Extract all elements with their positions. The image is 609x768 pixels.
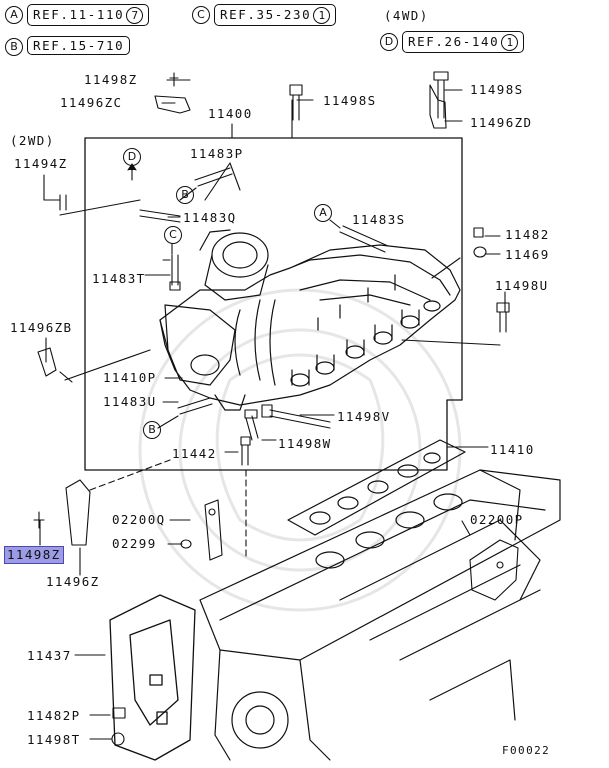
part-label-11483t: 11483T: [92, 271, 146, 286]
part-label-11498z-top: 11498Z: [84, 72, 138, 87]
gasket-11410: [287, 439, 466, 536]
callout-c-circle: C: [192, 6, 210, 24]
reference-d-number: 1: [501, 34, 519, 51]
callout-d-circle: D: [380, 33, 398, 51]
part-label-11483u: 11483U: [103, 394, 157, 409]
reference-b-text: REF.15-710: [33, 38, 125, 53]
part-label-11483s: 11483S: [352, 212, 406, 227]
part-label-11483q: 11483Q: [183, 210, 237, 225]
part-label-11482: 11482: [505, 227, 550, 242]
bracket-11496z: [65, 479, 91, 546]
callout-c-marker: C: [164, 226, 182, 244]
part-label-11437: 11437: [27, 648, 72, 663]
part-label-02200q: 02200Q: [112, 512, 166, 527]
part-label-11496zd: 11496ZD: [470, 115, 533, 130]
assembly-box: [84, 137, 463, 471]
callout-d-marker: D: [123, 148, 141, 166]
bracket-02200p: [469, 539, 519, 601]
bracket-02200q: [204, 499, 223, 561]
reference-d-text: REF.26-140: [408, 34, 500, 49]
reference-c-number: 1: [313, 7, 331, 24]
part-label-02200p: 02200P: [470, 512, 524, 527]
bracket-11496zb: [37, 347, 57, 377]
part-label-11498s-right: 11498S: [470, 82, 524, 97]
part-label-11496zb: 11496ZB: [10, 320, 73, 335]
reference-box-b: REF.15-710: [27, 36, 131, 55]
part-label-11498v: 11498V: [337, 409, 391, 424]
engine-head: [199, 469, 561, 761]
part-label-11442: 11442: [172, 446, 217, 461]
note-4wd: (4WD): [384, 8, 429, 23]
callout-b-marker-lower: B: [143, 421, 161, 439]
callout-a-circle: A: [5, 6, 23, 24]
figure-id: F00022: [502, 744, 551, 757]
reference-a-text: REF.11-110: [33, 7, 125, 22]
part-label-11482p: 11482P: [27, 708, 81, 723]
part-label-11498w: 11498W: [278, 436, 332, 451]
part-label-02299: 02299: [112, 536, 157, 551]
part-label-11410p: 11410P: [103, 370, 157, 385]
part-label-11496z: 11496Z: [46, 574, 100, 589]
bracket-11496zc: [154, 95, 191, 114]
part-label-11498s-mid: 11498S: [323, 93, 377, 108]
callout-a-marker: A: [314, 204, 332, 222]
part-label-11496zc: 11496ZC: [60, 95, 123, 110]
intake-manifold: [159, 229, 461, 411]
part-label-11410: 11410: [490, 442, 535, 457]
note-2wd: (2WD): [10, 133, 55, 148]
part-label-11498u: 11498U: [495, 278, 549, 293]
reference-a-number: 7: [126, 7, 144, 24]
part-label-11498z-highlighted[interactable]: 11498Z: [4, 546, 64, 564]
part-label-11498t: 11498T: [27, 732, 81, 747]
callout-b-circle: B: [5, 38, 23, 56]
part-label-11400: 11400: [208, 106, 253, 121]
fasteners: [59, 71, 510, 466]
part-label-11469: 11469: [505, 247, 550, 262]
part-label-11483p: 11483P: [190, 146, 244, 161]
part-label-11494z: 11494Z: [14, 156, 68, 171]
bracket-11437: [109, 594, 196, 761]
reference-c-text: REF.35-230: [220, 7, 312, 22]
callout-b-marker-upper: B: [176, 186, 194, 204]
